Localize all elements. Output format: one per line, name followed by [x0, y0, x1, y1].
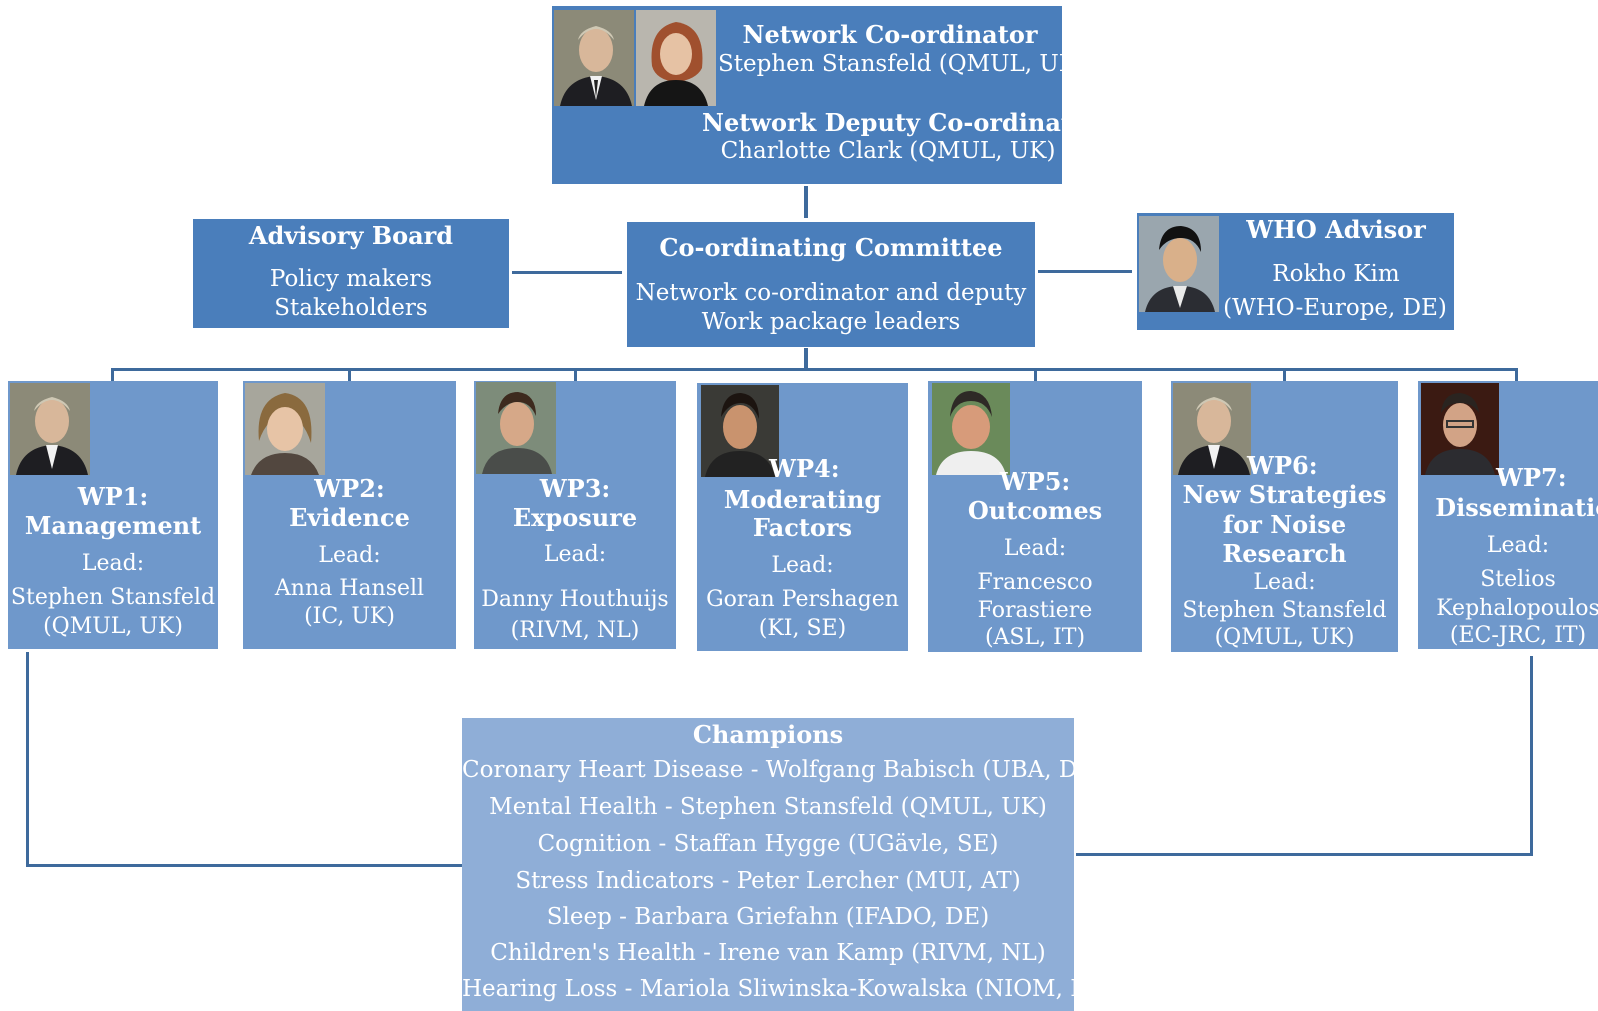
connector-top-to-committee	[804, 186, 808, 218]
coordinator-name: Stephen Stansfeld (QMUL, UK)	[718, 51, 1085, 77]
connector-wp7-drop	[1515, 368, 1518, 382]
champions-title: Champions	[692, 720, 844, 749]
wp5-lead-label: Lead:	[1003, 536, 1067, 561]
advisory-board-line1: Policy makers	[269, 266, 433, 292]
wp5-code: WP5:	[999, 467, 1071, 496]
champion-sleep: Sleep - Barbara Griefahn (IFADO, DE)	[546, 904, 990, 930]
champion-childrens-health: Children's Health - Irene van Kamp (RIVM…	[490, 940, 1046, 966]
advisory-board-box: Advisory Board Policy makers Stakeholder…	[193, 219, 509, 328]
who-advisor-box: WHO Advisor Rokho Kim (WHO-Europe, DE)	[1137, 213, 1454, 330]
champion-hearing-loss: Hearing Loss - Mariola Sliwinska-Kowalsk…	[462, 976, 1110, 1002]
champion-coronary-heart-disease: Coronary Heart Disease - Wolfgang Babisc…	[462, 757, 1104, 783]
who-advisor-name: Rokho Kim	[1272, 261, 1400, 287]
wp6-code: WP6:	[1247, 451, 1318, 480]
who-advisor-title: WHO Advisor	[1246, 215, 1426, 244]
wp7-lead-name-line2: Kephalopoulos	[1436, 596, 1598, 621]
wp1-lead-photo	[10, 383, 90, 475]
committee-title: Co-ordinating Committee	[659, 233, 1003, 262]
wp6-title-line3: Research	[1222, 539, 1347, 568]
who-advisor-org: (WHO-Europe, DE)	[1223, 295, 1447, 321]
wp1-code: WP1:	[77, 482, 149, 511]
connector-wp7-to-champions-h	[1076, 853, 1533, 856]
wp4-lead-photo	[701, 385, 779, 477]
connector-wp1-to-champions-v	[26, 652, 29, 866]
advisory-board-title: Advisory Board	[248, 221, 454, 250]
wp5-box: WP5: Outcomes Lead: Francesco Forastiere…	[928, 381, 1142, 652]
deputy-coordinator-name: Charlotte Clark (QMUL, UK)	[720, 138, 1056, 164]
wp3-lead-name: Danny Houthuijs	[481, 587, 669, 612]
network-coordinator-box: Network Co-ordinator Stephen Stansfeld (…	[552, 6, 1101, 184]
connector-wp3-drop	[574, 368, 577, 382]
wp3-lead-label: Lead:	[543, 542, 607, 567]
wp2-title: Evidence	[289, 503, 410, 532]
connector-advisory-to-committee	[512, 271, 622, 274]
wp7-lead-org: (EC-JRC, IT)	[1449, 623, 1587, 648]
wp6-lead-name: Stephen Stansfeld	[1182, 598, 1387, 623]
connector-wp1-drop	[111, 368, 114, 382]
wp2-lead-org: (IC, UK)	[304, 604, 395, 629]
wp6-title-line1: New Strategies	[1182, 480, 1387, 509]
champion-cognition: Cognition - Staffan Hygge (UGävle, SE)	[537, 831, 999, 857]
wp7-lead-name-line1: Stelios	[1480, 567, 1556, 592]
wp6-lead-label: Lead:	[1253, 570, 1316, 595]
wp4-lead-name: Goran Pershagen	[706, 587, 899, 612]
wp6-lead-photo	[1173, 383, 1251, 475]
wp3-lead-org: (RIVM, NL)	[510, 618, 640, 643]
wp6-title-line2: for Noise	[1222, 510, 1347, 539]
coordinator-photo-stansfeld	[554, 10, 634, 106]
wp1-lead-org: (QMUL, UK)	[43, 614, 183, 639]
connector-wp7-to-champions-v	[1530, 656, 1533, 856]
connector-committee-to-bus	[804, 348, 808, 370]
wp3-lead-photo	[476, 382, 556, 474]
wp5-lead-photo	[932, 383, 1010, 475]
connector-wp6-drop	[1283, 368, 1286, 382]
wp1-title: Management	[24, 511, 202, 540]
wp2-box: WP2: Evidence Lead: Anna Hansell (IC, UK…	[243, 381, 456, 649]
champion-stress-indicators: Stress Indicators - Peter Lercher (MUI, …	[515, 868, 1021, 894]
wp4-code: WP4:	[769, 454, 840, 483]
connector-wp1-to-champions-h	[26, 864, 462, 867]
coordinator-photo-clark	[636, 10, 716, 106]
connector-wp-bus	[111, 368, 1517, 371]
wp7-box: WP7: Dissemination Lead: Stelios Kephalo…	[1418, 381, 1598, 649]
wp5-lead-org: (ASL, IT)	[984, 625, 1086, 650]
wp7-lead-photo	[1421, 383, 1499, 475]
wp5-lead-name-line1: Francesco	[977, 570, 1093, 595]
who-advisor-photo	[1139, 216, 1219, 312]
wp4-lead-org: (KI, SE)	[758, 616, 847, 641]
wp7-lead-label: Lead:	[1486, 533, 1550, 558]
wp7-code: WP7:	[1496, 463, 1567, 492]
wp2-code: WP2:	[314, 474, 385, 503]
connector-wp2-drop	[348, 368, 351, 382]
wp1-lead-label: Lead:	[81, 551, 145, 576]
wp1-lead-name: Stephen Stansfeld	[10, 585, 216, 610]
deputy-coordinator-title: Network Deputy Co-ordinator	[702, 108, 1101, 137]
advisory-board-line2: Stakeholders	[274, 295, 428, 321]
connector-wp5-drop	[1034, 368, 1037, 382]
committee-line1: Network co-ordinator and deputy	[635, 280, 1027, 306]
wp4-box: WP4: Moderating Factors Lead: Goran Pers…	[697, 383, 908, 651]
wp1-box: WP1: Management Lead: Stephen Stansfeld …	[8, 381, 218, 649]
wp5-lead-name-line2: Forastiere	[977, 598, 1093, 623]
wp4-title-line2: Factors	[752, 513, 853, 542]
wp5-title: Outcomes	[967, 496, 1103, 525]
champions-box: Champions Coronary Heart Disease - Wolfg…	[462, 718, 1110, 1011]
wp6-lead-org: (QMUL, UK)	[1214, 625, 1355, 650]
wp3-title: Exposure	[512, 503, 638, 532]
coordinating-committee-box: Co-ordinating Committee Network co-ordin…	[627, 222, 1035, 347]
wp2-lead-label: Lead:	[318, 543, 381, 568]
champion-mental-health: Mental Health - Stephen Stansfeld (QMUL,…	[489, 794, 1047, 820]
wp3-code: WP3:	[539, 474, 611, 503]
committee-line2: Work package leaders	[701, 309, 961, 335]
wp6-box: WP6: New Strategies for Noise Research L…	[1171, 381, 1398, 652]
connector-committee-to-who	[1038, 270, 1132, 273]
wp7-title: Dissemination	[1435, 493, 1598, 522]
wp4-title-line1: Moderating	[723, 485, 882, 514]
wp2-lead-name: Anna Hansell	[274, 576, 425, 601]
wp2-lead-photo	[245, 383, 325, 475]
wp4-lead-label: Lead:	[771, 553, 834, 578]
coordinator-title: Network Co-ordinator	[742, 20, 1038, 49]
wp3-box: WP3: Exposure Lead: Danny Houthuijs (RIV…	[474, 381, 676, 649]
